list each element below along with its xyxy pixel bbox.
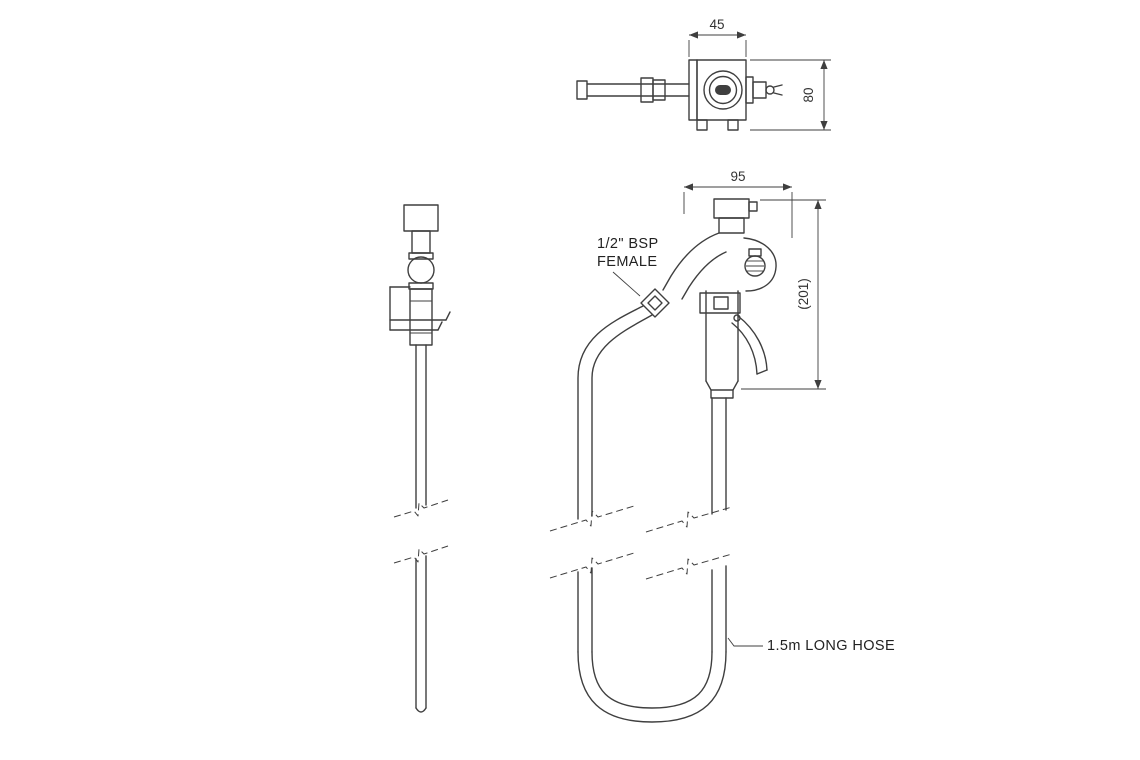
side-body	[409, 288, 433, 346]
dim-80-value: 80	[801, 87, 816, 102]
dim-45-value: 45	[709, 17, 724, 32]
side-collar-bottom	[408, 282, 434, 290]
side-swivel-ball	[407, 256, 435, 284]
hose-left-inner-upper	[591, 314, 653, 517]
side-collar-top	[408, 252, 434, 260]
side-hook-bracket	[389, 286, 451, 331]
trigger-inner	[731, 322, 758, 375]
hose-leader-line	[727, 637, 763, 647]
dimension-top-width: 45	[688, 17, 747, 57]
rod-nut	[652, 79, 666, 101]
hose	[577, 305, 727, 723]
label-hose: 1.5m LONG HOSE	[727, 637, 895, 654]
foot-right	[727, 119, 739, 131]
elbow-inner	[681, 251, 727, 300]
bsp-label-line2: FEMALE	[597, 254, 657, 270]
handle-rod-top	[576, 77, 690, 103]
trigger-top	[745, 76, 783, 104]
dimension-front-width: 95	[683, 169, 793, 238]
side-down-tube	[415, 344, 427, 713]
break-right-run-2	[645, 553, 733, 580]
front-view: 95	[549, 169, 895, 723]
fitting-nut-inner	[647, 295, 663, 311]
gun-clamp	[699, 292, 741, 314]
trigger-tip	[756, 369, 768, 375]
break-right-run-1	[645, 506, 733, 533]
bsp-label-line1: 1/2" BSP	[597, 236, 659, 252]
body-slot	[715, 85, 731, 95]
break-side-2	[393, 545, 449, 564]
gun-clamp-inner	[713, 296, 729, 310]
dimension-front-height: (201)	[741, 199, 826, 390]
label-bsp: 1/2" BSP FEMALE	[597, 236, 659, 297]
hose-label: 1.5m LONG HOSE	[767, 638, 895, 654]
knob-nut	[748, 248, 762, 257]
gun-neck	[718, 217, 745, 234]
break-side-1	[393, 499, 449, 518]
pump-body-top	[688, 59, 747, 131]
dim-95-value: 95	[730, 169, 745, 184]
dim-201-value: (201)	[796, 278, 811, 310]
inlet-fitting	[640, 288, 670, 318]
spray-gun-side	[389, 204, 451, 713]
elbow-outer	[662, 232, 720, 291]
body-inner-circle	[708, 75, 738, 105]
top-view: 45	[576, 17, 831, 131]
trigger-pivot	[733, 314, 741, 322]
gun-bracket	[743, 237, 777, 292]
bsp-leader-line	[612, 271, 641, 297]
side-cap	[403, 204, 439, 232]
rod-coupler	[640, 77, 654, 103]
gun-cap-tab	[748, 201, 758, 212]
side-neck	[411, 230, 431, 254]
gun-cap	[713, 198, 750, 219]
hose-bottom-outer	[577, 651, 727, 723]
trigger-outer	[737, 315, 768, 371]
tube-bottom-cap	[415, 707, 427, 713]
hose-left-outer-upper	[577, 305, 644, 520]
side-view	[389, 204, 451, 713]
side-break-lines	[393, 499, 449, 564]
spray-gun-front	[662, 198, 777, 399]
gun-knob	[744, 255, 766, 277]
fitting-nut-outer	[640, 288, 670, 318]
body-outer-circle	[703, 70, 743, 110]
hose-bottom-inner	[591, 651, 713, 709]
dimension-top-depth: 80	[750, 59, 831, 131]
foot-left	[696, 119, 708, 131]
body-flange	[688, 59, 698, 121]
gun-outlet	[710, 389, 734, 399]
